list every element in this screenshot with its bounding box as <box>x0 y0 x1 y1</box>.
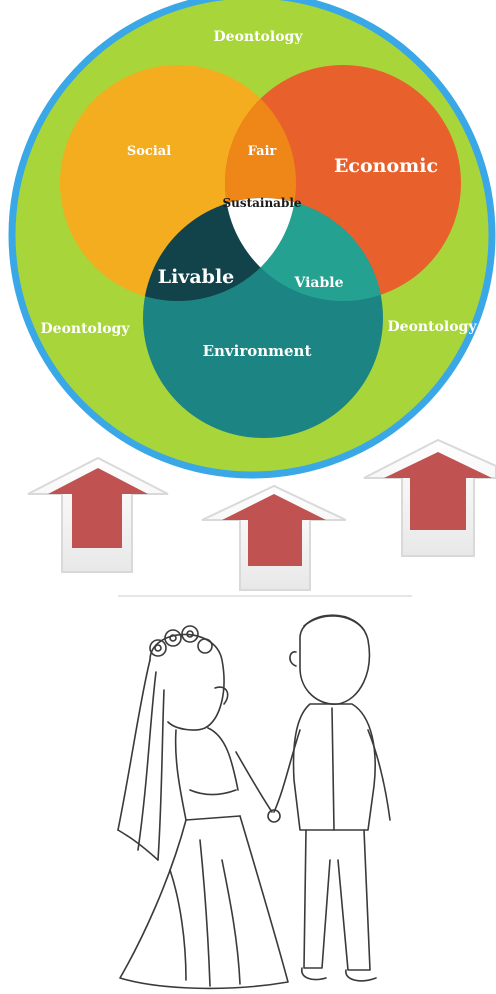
environment-label: Environment <box>203 342 312 360</box>
arrow-right-icon <box>363 438 496 557</box>
outer-label-left: Deontology <box>41 321 131 337</box>
bride-bodice <box>174 729 187 821</box>
groom-jacket <box>292 703 376 831</box>
sustainable-label: Sustainable <box>222 196 301 210</box>
overlap-viable <box>225 198 383 301</box>
viable-label: Viable <box>293 275 343 291</box>
veil <box>117 659 151 831</box>
groom-legs <box>303 829 331 969</box>
joined-hands <box>267 809 281 823</box>
bride-skirt <box>119 815 289 990</box>
outer-label-right: Deontology <box>388 319 478 335</box>
flower-crown-icon <box>149 625 213 657</box>
arrow-left-icon <box>27 456 169 573</box>
livable-label: Livable <box>158 266 235 288</box>
overlap-livable <box>143 198 296 301</box>
outer-label-top: Deontology <box>214 29 304 45</box>
social-label: Social <box>127 144 171 159</box>
bride-head <box>149 633 225 731</box>
economic-label: Economic <box>334 155 438 177</box>
couple-illustration <box>117 614 391 990</box>
groom-head <box>299 614 371 705</box>
arrow-middle-icon <box>201 484 347 591</box>
fair-label: Fair <box>248 144 277 159</box>
